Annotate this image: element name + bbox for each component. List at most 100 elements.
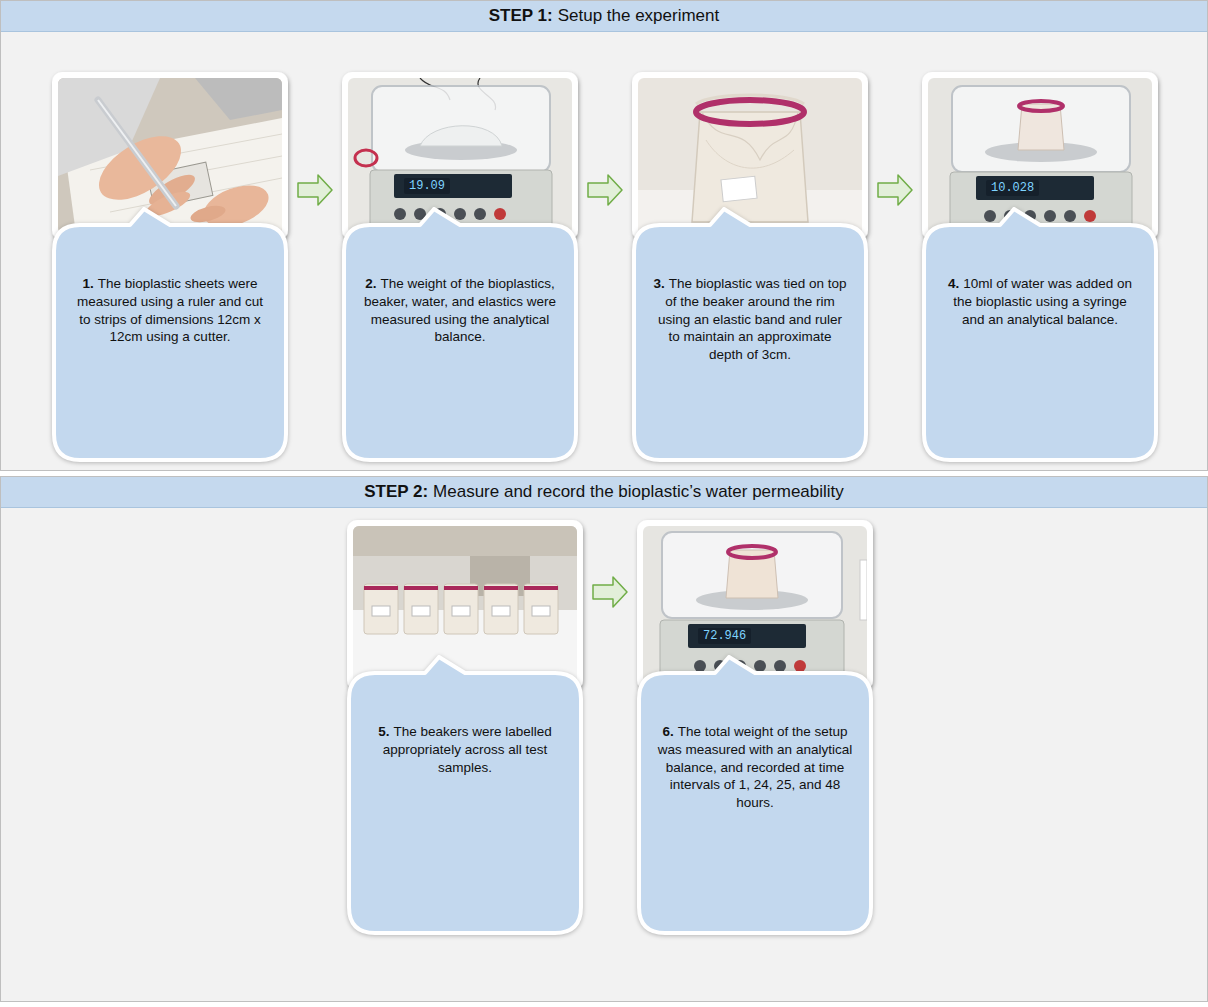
header-text: STEP 2: Measure and record the bioplastic… — [364, 482, 844, 502]
illustration-part — [928, 78, 1152, 234]
block-arrow — [593, 577, 627, 607]
illustration-part — [348, 78, 572, 234]
step-title: Setup the experiment — [558, 6, 720, 25]
callout-bubble: 6.The total weight of the setup was meas… — [637, 655, 873, 935]
balance-reading: 72.946 — [698, 628, 751, 644]
illustration-part — [98, 100, 176, 206]
step-card: 3.The bioplastic was tied on top of the … — [632, 72, 868, 462]
step-title: Measure and record the bioplastic’s wate… — [433, 482, 844, 501]
illustration-part — [394, 174, 512, 198]
illustration-part — [404, 586, 438, 590]
photo-balance — [342, 72, 578, 240]
illustration-part — [353, 526, 577, 684]
illustration-part — [688, 624, 806, 648]
illustration-part — [494, 208, 506, 220]
callout-bubble: 5.The beakers were labelled appropriatel… — [347, 655, 583, 935]
illustration-part — [364, 584, 398, 634]
illustration-part — [484, 584, 518, 634]
callout-outline — [344, 209, 576, 460]
illustration-part — [774, 660, 786, 672]
illustration-part — [444, 584, 478, 634]
illustration-part — [364, 584, 558, 634]
callout-bubble: 1.The bioplastic sheets were measured us… — [52, 207, 288, 462]
illustration-part — [353, 526, 577, 684]
illustration-part — [696, 95, 804, 104]
step-header: STEP 1:Setup the experiment — [1, 1, 1207, 32]
illustration-part — [638, 78, 862, 234]
step-card: 4.10ml of water was added on the bioplas… — [922, 72, 1158, 462]
illustration-part — [189, 203, 227, 226]
callout-shape — [922, 207, 1158, 462]
illustration-part — [452, 606, 470, 616]
illustration-part — [706, 140, 794, 168]
illustration-part — [372, 606, 550, 616]
illustration-part — [394, 208, 406, 220]
callout-text: 5.The beakers were labelled appropriatel… — [347, 655, 583, 788]
step-card: 5.The beakers were labelled appropriatel… — [347, 520, 583, 935]
step-description: The weight of the bioplastics, beaker, w… — [364, 276, 556, 344]
illustration-part — [348, 78, 572, 234]
step-label: STEP 2: — [364, 482, 428, 501]
balance-reading: 19.09 — [404, 178, 450, 194]
illustration-part — [492, 606, 510, 616]
step-number: 3. — [653, 276, 664, 291]
callout-text: 4.10ml of water was added on the bioplas… — [922, 207, 1158, 340]
step-description: The bioplastic sheets were measured usin… — [77, 276, 263, 344]
illustration-part — [643, 526, 867, 684]
block-arrow — [298, 175, 332, 205]
step-card: 6.The total weight of the setup was meas… — [637, 520, 873, 935]
illustration-part — [638, 78, 862, 234]
illustration-part — [342, 72, 578, 240]
callout-outline — [924, 209, 1156, 460]
step-description: 10ml of water was added on the bioplasti… — [953, 276, 1132, 327]
illustration-part — [372, 606, 390, 616]
callout-outline — [349, 657, 581, 933]
illustration-part — [860, 560, 867, 620]
photo-cutting — [52, 72, 288, 240]
illustration-part — [347, 520, 583, 690]
illustration-part — [404, 584, 438, 634]
illustration-part — [474, 208, 486, 220]
illustration-part — [454, 208, 466, 220]
illustration-part — [643, 526, 867, 684]
step-description: The beakers were labelled appropriately … — [383, 724, 552, 775]
illustration-part — [976, 176, 1094, 200]
illustration-part — [1084, 210, 1096, 222]
step-card: 2.The weight of the bioplastics, beaker,… — [342, 72, 578, 462]
callout-outline — [639, 657, 871, 933]
illustration-part — [58, 78, 282, 234]
illustration-part — [372, 86, 550, 172]
balance-reading: 10.028 — [986, 180, 1039, 196]
block-arrow — [878, 175, 912, 205]
illustration-part — [754, 660, 766, 672]
callout-text: 6.The total weight of the setup was meas… — [637, 655, 873, 824]
illustration-part — [58, 78, 282, 234]
callout-shape — [637, 655, 873, 935]
step-section: STEP 2: Measure and record the bioplastic… — [0, 476, 1208, 1002]
step-number: 1. — [82, 276, 93, 291]
callout-bubble: 2.The weight of the bioplastics, beaker,… — [342, 207, 578, 462]
illustration-part — [420, 126, 502, 146]
callout-bubble: 3.The bioplastic was tied on top of the … — [632, 207, 868, 462]
photo-balance — [637, 520, 873, 690]
header-text: STEP 1:Setup the experiment — [489, 6, 720, 26]
step-number: 6. — [663, 724, 674, 739]
callout-text: 1.The bioplastic sheets were measured us… — [52, 207, 288, 358]
step-number: 4. — [948, 276, 959, 291]
illustration-part — [355, 150, 377, 166]
illustration-part — [1064, 210, 1076, 222]
photo-balance — [922, 72, 1158, 240]
illustration-part — [1044, 210, 1056, 222]
step-description: The total weight of the setup was measur… — [658, 724, 852, 810]
block-arrow — [588, 175, 622, 205]
illustration-part — [98, 100, 176, 206]
step-description: The bioplastic was tied on top of the be… — [658, 276, 847, 362]
illustration-part — [1019, 101, 1063, 111]
callout-outline — [54, 209, 286, 460]
illustration-part — [364, 586, 398, 590]
illustration-part — [637, 520, 873, 690]
callout-bubble: 4.10ml of water was added on the bioplas… — [922, 207, 1158, 462]
illustration-part — [632, 72, 868, 240]
step-section: STEP 1:Setup the experiment1.The bioplas… — [0, 0, 1208, 471]
